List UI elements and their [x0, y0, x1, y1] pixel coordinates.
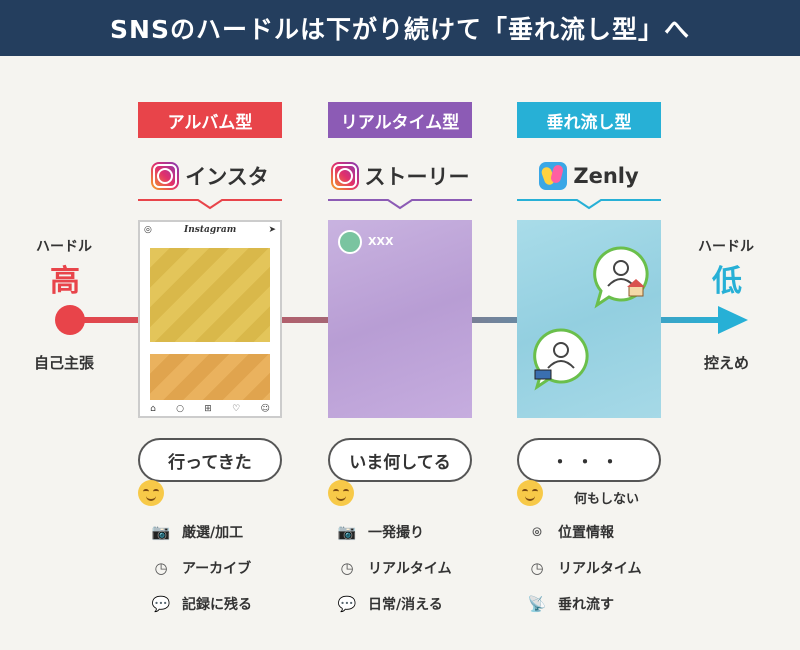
- story-username: XXX: [368, 235, 394, 248]
- zenly-icon: [539, 162, 568, 190]
- story-mockup: XXX: [328, 220, 472, 418]
- speech-bubble-realtime: いま何してる: [328, 438, 472, 482]
- post-image-2: [150, 354, 270, 400]
- satellite-dish-icon: 📡: [527, 595, 547, 613]
- zenly-map-mockup: [517, 220, 661, 418]
- bubble-text: ・・・: [551, 452, 627, 473]
- left-note: 自己主張: [34, 354, 95, 372]
- app-zenly: Zenly: [517, 160, 661, 192]
- feed-bottom-nav: ⌂ ○ ⊞ ♡ ☺: [140, 402, 280, 416]
- profile-icon: ☺: [260, 404, 270, 414]
- arrow-head-icon: [718, 306, 748, 334]
- clock-icon: ◷: [530, 559, 544, 577]
- friend-pin-1: [593, 246, 649, 309]
- app-underline: [517, 199, 661, 210]
- heart-icon: ♡: [232, 404, 241, 414]
- app-name: ストーリー: [364, 165, 470, 189]
- chat-icon: 💬: [337, 595, 357, 613]
- type-label-album: アルバム型: [138, 102, 282, 138]
- friend-pin-2: [533, 328, 589, 391]
- bubble-text: いま何してる: [349, 452, 451, 473]
- feature-item: 💬記録に残る: [151, 595, 252, 613]
- send-icon: ➤: [268, 225, 276, 235]
- smiley-icon: [138, 480, 164, 506]
- camera-icon: 📷: [337, 523, 357, 541]
- clock-icon: ◷: [340, 559, 354, 577]
- feed-topbar: ◎ Instagram ➤: [140, 222, 280, 238]
- bubble-caption: 何もしない: [574, 492, 640, 507]
- instagram-icon: [151, 162, 180, 190]
- app-underline: [328, 199, 472, 210]
- left-hurdle-level: 高: [50, 264, 80, 299]
- clock-icon: ◷: [154, 559, 168, 577]
- app-instagram: インスタ: [138, 160, 282, 192]
- instagram-icon: [330, 162, 359, 190]
- smiley-icon: [328, 480, 354, 506]
- story-avatar: [338, 230, 362, 254]
- feature-item: 💬日常/消える: [337, 595, 443, 613]
- app-name: Zenly: [573, 164, 639, 188]
- right-note: 控えめ: [704, 354, 750, 372]
- app-name: インスタ: [185, 165, 269, 189]
- instagram-wordmark: Instagram: [184, 225, 237, 235]
- search-icon: ○: [176, 404, 184, 414]
- right-hurdle-level: 低: [712, 264, 742, 299]
- location-pin-icon: ⌾: [532, 523, 542, 541]
- instagram-feed-mockup: ◎ Instagram ➤ ⌂ ○ ⊞ ♡ ☺: [138, 220, 282, 418]
- home-icon: ⌂: [150, 404, 156, 414]
- feature-item: 📷厳選/加工: [151, 523, 244, 541]
- camera-icon: 📷: [151, 523, 171, 541]
- app-underline: [138, 199, 282, 210]
- feature-item: ⌾位置情報: [528, 522, 614, 542]
- feature-item: 📷一発撮り: [337, 523, 424, 541]
- right-hurdle-label: ハードル: [698, 239, 754, 255]
- chat-icon: 💬: [151, 595, 171, 613]
- speech-bubble-stream: ・・・: [517, 438, 661, 482]
- smiley-icon: [517, 480, 543, 506]
- add-post-icon: ⊞: [204, 404, 212, 414]
- feature-item: ◷アーカイブ: [152, 558, 251, 578]
- high-endpoint: [55, 305, 85, 335]
- left-hurdle-label: ハードル: [36, 239, 92, 255]
- bubble-text: 行ってきた: [168, 452, 252, 473]
- feature-item: ◷リアルタイム: [528, 558, 641, 578]
- speech-bubble-album: 行ってきた: [138, 438, 282, 482]
- app-stories: ストーリー: [328, 160, 472, 192]
- feature-item: ◷リアルタイム: [338, 558, 451, 578]
- type-label-realtime: リアルタイム型: [328, 102, 472, 138]
- post-image-1: [150, 248, 270, 342]
- page-title: SNSのハードルは下がり続けて「垂れ流し型」へ: [0, 0, 800, 56]
- feature-item: 📡垂れ流す: [527, 595, 614, 613]
- camera-icon: ◎: [144, 225, 152, 235]
- type-label-stream: 垂れ流し型: [517, 102, 661, 138]
